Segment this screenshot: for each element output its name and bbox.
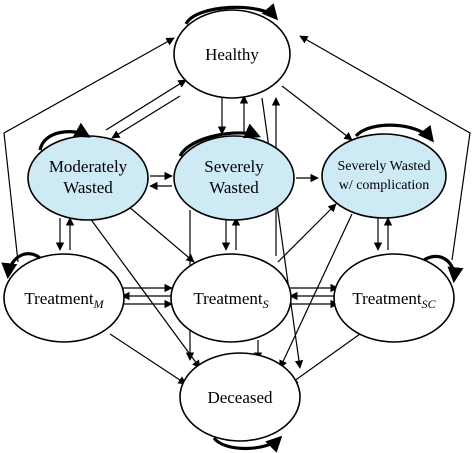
node-treatment-s: TreatmentS xyxy=(170,253,292,343)
node-severely-wasted-complication-line1: Severely Wasted xyxy=(337,159,430,174)
node-treatment-s-subscript: S xyxy=(263,297,269,311)
node-treatment-m-shape xyxy=(3,253,125,343)
node-deceased: Deceased xyxy=(179,352,301,442)
node-treatment-s-shape xyxy=(170,253,292,343)
edge-treats-to-severe-sc xyxy=(277,203,337,263)
node-severely-wasted-line2: Wasted xyxy=(209,178,259,197)
loop-moderately-wasted xyxy=(38,122,91,151)
edge-moderate-to-healthy xyxy=(105,79,187,131)
loop-treatment-m xyxy=(1,252,42,280)
node-moderately-wasted-line2: Wasted xyxy=(63,178,113,197)
node-treatment-m: TreatmentM xyxy=(3,253,125,343)
node-severely-wasted-shape xyxy=(173,135,295,221)
node-treatment-sc: TreatmentSC xyxy=(333,253,455,343)
node-severely-wasted-complication-shape xyxy=(321,133,447,219)
node-treatment-sc-label: TreatmentSC xyxy=(352,289,436,311)
node-treatment-m-label: TreatmentM xyxy=(24,289,104,311)
node-severely-wasted: Severely Wasted xyxy=(173,135,295,221)
node-severely-wasted-line1: Severely xyxy=(204,157,264,176)
node-healthy-shape xyxy=(173,9,291,99)
edge-healthy-to-moderate xyxy=(111,95,181,139)
loop-deceased xyxy=(212,435,283,453)
transition-arrows xyxy=(3,35,471,385)
loop-severely-wasted xyxy=(178,123,261,157)
edge-treatsc-to-healthy xyxy=(299,35,471,261)
node-treatment-m-subscript: M xyxy=(93,297,105,311)
edge-healthy-to-severe-sc xyxy=(281,85,353,141)
node-treatment-sc-subscript: SC xyxy=(422,297,437,311)
node-healthy-label: Healthy xyxy=(205,45,259,64)
edge-moderate-to-treats xyxy=(127,205,195,263)
loop-healthy xyxy=(184,3,279,25)
node-moderately-wasted-line1: Moderately xyxy=(49,157,128,176)
edge-treatm-to-deceased xyxy=(109,333,187,385)
edge-treatsc-to-deceased xyxy=(289,333,361,385)
self-loops xyxy=(1,3,464,453)
node-severely-wasted-complication-line2: w/ complication xyxy=(339,178,430,193)
loop-severely-wasted-complication xyxy=(354,123,434,143)
node-severely-wasted-complication: Severely Wasted w/ complication xyxy=(321,133,447,219)
edge-severe-sc-to-deceased xyxy=(279,213,353,369)
node-deceased-shape xyxy=(179,352,301,442)
edge-moderate-to-deceased xyxy=(83,209,201,369)
node-treatment-s-label: TreatmentS xyxy=(193,289,268,311)
node-treatment-sc-shape xyxy=(333,253,455,343)
node-moderately-wasted: Moderately Wasted xyxy=(27,135,149,221)
edge-treatm-to-healthy xyxy=(3,37,175,263)
node-healthy: Healthy xyxy=(173,9,291,99)
node-deceased-label: Deceased xyxy=(207,388,273,407)
loop-treatment-sc xyxy=(423,254,464,284)
